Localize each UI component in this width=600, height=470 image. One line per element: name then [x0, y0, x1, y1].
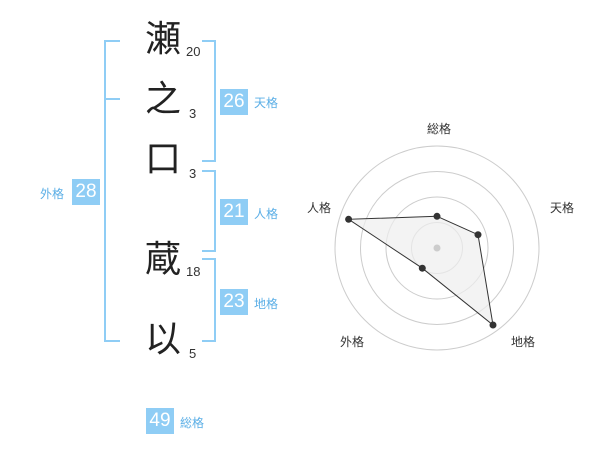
stroke-count-4: 18	[186, 264, 201, 279]
name-char-4: 蔵	[144, 239, 181, 280]
radar-point-3	[418, 264, 426, 272]
jinkaku-bracket	[202, 170, 216, 252]
radar-axis-label-jinkaku: 人格	[307, 201, 332, 215]
radar-axis-label-chikaku: 地格	[511, 335, 536, 349]
name-char-2: 之	[144, 79, 181, 120]
chikaku-bracket	[202, 258, 216, 342]
name-char-5: 以	[144, 319, 181, 360]
jinkaku-label: 人格	[254, 207, 279, 221]
radar-axis-label-tenkaku: 天格	[550, 201, 575, 215]
radar-point-0	[433, 212, 441, 220]
name-char-1: 瀬	[144, 19, 181, 60]
radar-point-4	[345, 215, 353, 223]
radar-ring	[385, 196, 489, 300]
gaikaku-bracket-tick	[106, 98, 120, 100]
chikaku-badge: 23	[220, 289, 248, 315]
stroke-count-2: 3	[189, 106, 197, 121]
stroke-count-1: 20	[186, 44, 201, 59]
gaikaku-label: 外格	[40, 187, 65, 201]
soukaku-badge: 49	[146, 408, 174, 434]
radar-point-2	[489, 321, 497, 329]
jinkaku-badge: 21	[220, 199, 248, 225]
stroke-count-3: 3	[189, 166, 197, 181]
tenkaku-badge: 26	[220, 89, 248, 115]
stroke-count-5: 5	[189, 346, 197, 361]
chikaku-label: 地格	[254, 297, 279, 311]
radar-ring	[334, 145, 540, 351]
name-char-3: 口	[144, 139, 181, 180]
radar-series-polygon	[347, 215, 494, 327]
radar-axis-label-gaikaku: 外格	[340, 335, 365, 349]
tenkaku-label: 天格	[254, 96, 279, 110]
radar-center-dot	[433, 244, 441, 252]
gaikaku-badge: 28	[72, 179, 100, 205]
tenkaku-bracket	[202, 40, 216, 162]
gaikaku-bracket	[104, 40, 120, 342]
soukaku-label: 総格	[180, 416, 205, 430]
radar-point-1	[474, 231, 482, 239]
radar-ring	[360, 171, 514, 325]
radar-axis-label-soukaku: 総格	[427, 122, 452, 136]
